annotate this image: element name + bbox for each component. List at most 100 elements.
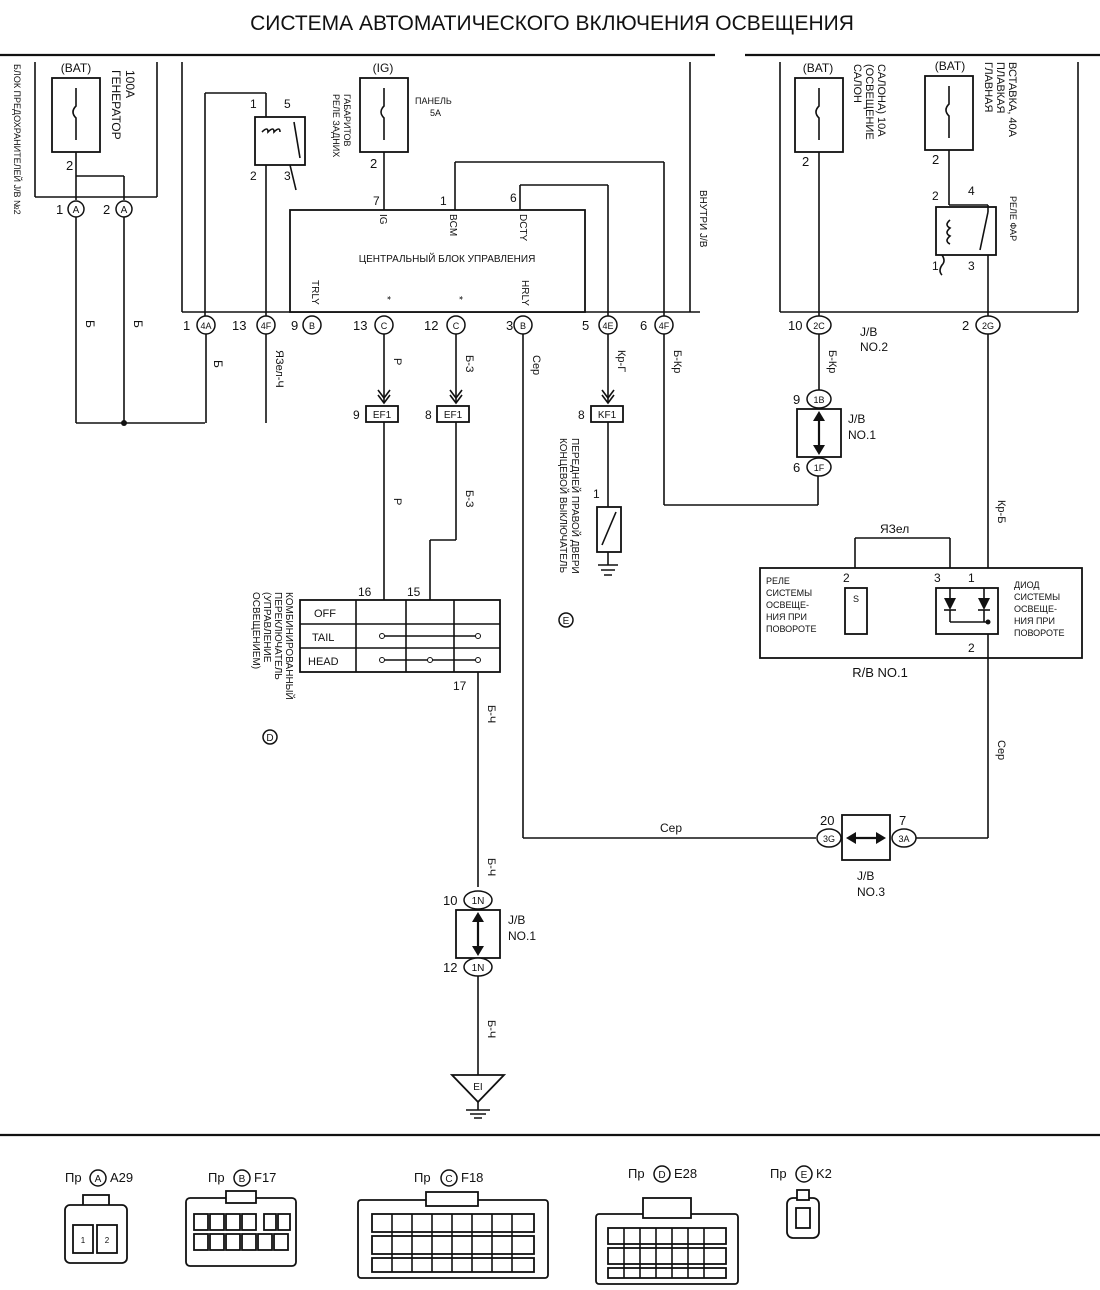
svg-text:E: E: [801, 1170, 808, 1181]
svg-text:РЕЛЕ ЗАДНИХ: РЕЛЕ ЗАДНИХ: [331, 94, 341, 157]
wire-label-b: Б: [83, 320, 97, 328]
connector-b-cavities: [193, 1213, 291, 1251]
svg-text:J/B: J/B: [508, 913, 525, 927]
svg-text:1N: 1N: [472, 896, 485, 907]
svg-text:HRLY: HRLY: [519, 280, 530, 306]
svg-text:NO.2: NO.2: [860, 340, 888, 354]
generator-fuse: (BAT) ГЕНЕРАТОР 100A 2: [51, 61, 137, 173]
svg-text:5A: 5A: [430, 108, 441, 118]
svg-text:4F: 4F: [261, 321, 272, 331]
svg-text:1: 1: [593, 487, 600, 501]
central-control-unit: ЦЕНТРАЛЬНЫЙ БЛОК УПРАВЛЕНИЯ 7 IG 1 BCM 6…: [289, 191, 586, 313]
svg-text:5: 5: [284, 97, 291, 111]
svg-text:HEAD: HEAD: [308, 656, 339, 668]
svg-text:2: 2: [103, 202, 110, 217]
splice-ef1-8: 8 EF1: [425, 405, 470, 423]
relay-coil-icon: [261, 128, 281, 134]
connector-9-1b: 9 1B: [793, 389, 832, 409]
main-fusible-link: (BAT) ГЛАВНАЯ ПЛАВКАЯ ВСТАВКА, 40A 2: [924, 59, 1018, 167]
svg-text:РЕЛЕ: РЕЛЕ: [766, 576, 790, 586]
svg-text:Б-Ч: Б-Ч: [485, 1020, 497, 1038]
connector-view-e: Пр E K2: [770, 1165, 832, 1239]
relay-contact-icon: [979, 211, 989, 251]
svg-text:C: C: [445, 1174, 452, 1185]
svg-text:2: 2: [843, 571, 850, 585]
svg-text:(BAT): (BAT): [803, 61, 833, 75]
svg-text:4A: 4A: [200, 321, 211, 331]
fuse-element-icon: [72, 88, 77, 140]
svg-text:6: 6: [510, 191, 517, 205]
svg-text:1: 1: [183, 318, 190, 333]
connector-12-c: 12 C: [424, 315, 466, 335]
svg-text:S: S: [853, 594, 859, 604]
svg-text:15: 15: [407, 585, 421, 599]
svg-text:K2: K2: [816, 1166, 832, 1181]
svg-text:Б-З: Б-З: [463, 490, 475, 508]
rb-name: R/B NO.1: [852, 665, 908, 680]
diode-icon: [944, 598, 990, 610]
svg-text:1N: 1N: [472, 963, 485, 974]
svg-text:Б-Ч: Б-Ч: [485, 705, 497, 723]
svg-text:КОМБИНИРОВАННЫЙ: КОМБИНИРОВАННЫЙ: [283, 592, 296, 700]
svg-text:3: 3: [284, 169, 291, 183]
svg-text:OFF: OFF: [314, 608, 336, 620]
svg-text:9: 9: [291, 318, 298, 333]
svg-text:2: 2: [962, 318, 969, 333]
generator-fuse-source: (BAT): [61, 61, 91, 75]
svg-text:Кр-Г: Кр-Г: [615, 350, 627, 372]
svg-text:САЛОН: САЛОН: [851, 64, 863, 103]
svg-text:B: B: [520, 321, 526, 331]
svg-text:9: 9: [353, 408, 360, 422]
svg-text:ПЛАВКАЯ: ПЛАВКАЯ: [994, 62, 1006, 114]
svg-text:7: 7: [899, 813, 906, 828]
svg-text:TAIL: TAIL: [312, 632, 334, 644]
svg-text:Пр: Пр: [208, 1170, 225, 1185]
relay-coil-icon: [946, 219, 952, 245]
connector-13-4f: 13 4F: [232, 315, 276, 335]
svg-text:EF1: EF1: [373, 410, 392, 421]
salon-fuse: (BAT) САЛОН (ОСВЕЩЕНИЕ САЛОНА) 10A 2: [794, 61, 887, 169]
svg-text:СИСТЕМЫ: СИСТЕМЫ: [1014, 592, 1060, 602]
connector-6-4f: 6 4F: [640, 315, 674, 335]
svg-text:ГАБАРИТОВ: ГАБАРИТОВ: [342, 94, 352, 147]
svg-text:ПЕРЕДНЕЙ ПРАВОЙ ДВЕРИ: ПЕРЕДНЕЙ ПРАВОЙ ДВЕРИ: [569, 438, 582, 574]
svg-text:2: 2: [932, 189, 939, 203]
svg-text:1: 1: [440, 194, 447, 208]
connector-view-c: Пр C F18: [357, 1169, 549, 1279]
svg-text:2: 2: [250, 169, 257, 183]
svg-text:(IG): (IG): [373, 61, 394, 75]
svg-text:1: 1: [56, 202, 63, 217]
svg-text:16: 16: [358, 585, 372, 599]
svg-text:A: A: [95, 1174, 102, 1185]
svg-text:1: 1: [81, 1236, 86, 1245]
connector-view-d: Пр D E28: [595, 1165, 739, 1285]
svg-text:НИЯ ПРИ: НИЯ ПРИ: [1014, 616, 1055, 626]
svg-text:10: 10: [443, 893, 457, 908]
svg-text:IG: IG: [377, 214, 388, 225]
connector-10-2c: 10 2C: [788, 315, 832, 335]
svg-text:Пр: Пр: [628, 1166, 645, 1181]
svg-text:6: 6: [793, 460, 800, 475]
svg-text:E28: E28: [674, 1166, 697, 1181]
svg-text:4F: 4F: [659, 321, 670, 331]
svg-text:B: B: [309, 321, 315, 331]
svg-text:3: 3: [934, 571, 941, 585]
svg-text:J/B: J/B: [848, 412, 865, 426]
svg-text:2: 2: [370, 156, 377, 171]
connector-1a: 1 A: [56, 200, 85, 218]
svg-text:ПАНЕЛЬ: ПАНЕЛЬ: [415, 96, 452, 106]
svg-text:(BAT): (BAT): [935, 59, 965, 73]
svg-text:Б-Ч: Б-Ч: [485, 858, 497, 876]
door-switch: 1 КОНЦЕВОЙ ВЫКЛЮЧАТЕЛЬ ПЕРЕДНЕЙ ПРАВОЙ Д…: [557, 438, 622, 628]
inner-jb-label: ВНУТРИ J/B: [697, 190, 708, 248]
connector-view-b: Пр B F17: [185, 1169, 297, 1267]
svg-text:ПЕРЕКЛЮЧАТЕЛЬ: ПЕРЕКЛЮЧАТЕЛЬ: [272, 592, 283, 680]
svg-text:Пр: Пр: [770, 1166, 787, 1181]
svg-text:KF1: KF1: [598, 410, 617, 421]
connector-5-4e: 5 4E: [582, 315, 618, 335]
svg-text:3A: 3A: [898, 834, 909, 844]
svg-text:NO.1: NO.1: [508, 929, 536, 943]
svg-text:Сер: Сер: [995, 740, 1007, 760]
svg-text:РЕЛЕ ФАР: РЕЛЕ ФАР: [1008, 196, 1018, 241]
connector-12-1n: 12 1N: [443, 957, 493, 977]
